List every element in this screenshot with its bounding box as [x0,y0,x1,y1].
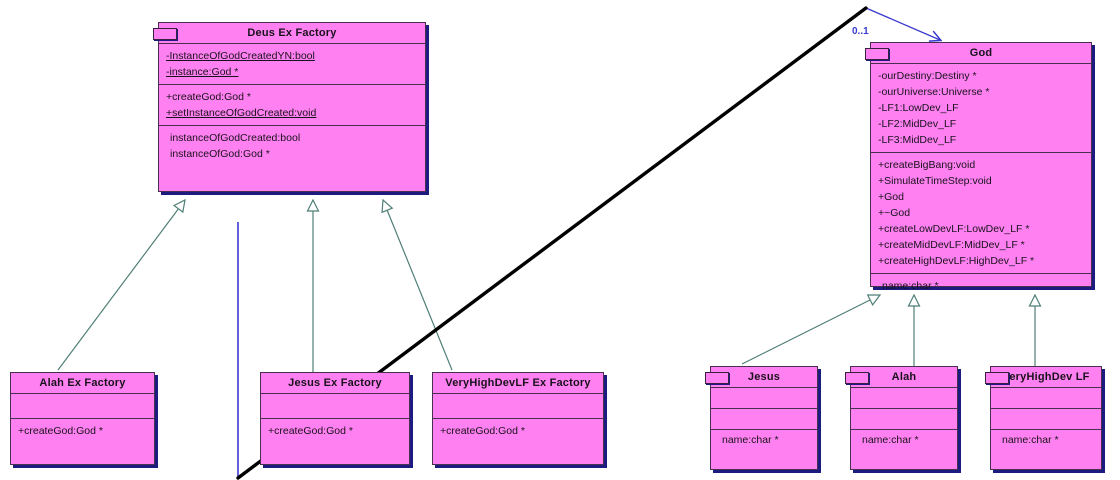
compartment-attributes [711,387,817,408]
empty-compartment-row [851,411,957,427]
compartment-operations: +createGod:God * [11,418,154,443]
compartment-extra: instanceOfGodCreated:bool instanceOfGod:… [159,125,425,166]
compartment-operations: +createGod:God * [261,418,409,443]
compartment-extra: name:char * [991,429,1101,450]
empty-compartment-row [433,398,603,414]
member-row: +God [878,191,904,203]
empty-compartment-row [991,411,1101,427]
member-row: instanceOfGod:God * [170,148,270,160]
class-title-deus-ex-factory: Deus Ex Factory [247,27,337,39]
member-row: -LF2:MidDev_LF [878,118,957,130]
member-row: +createHighDevLF:HighDev_LF * [878,255,1035,267]
member-row: -ourDestiny:Destiny * [878,70,977,82]
member-row: -instance:God * [166,66,239,78]
class-title-god: God [969,47,993,59]
uml-class-jesus[interactable]: Jesus name:char * [705,366,818,470]
member-row: -InstanceOfGodCreatedYN:bool [166,50,315,62]
compartment-attributes: -InstanceOfGodCreatedYN:bool -instance:G… [159,43,425,84]
compartment-operations: +createGod:God * [433,418,603,443]
class-tab-icon [845,372,869,384]
member-row: +~God [878,207,911,219]
compartment-attributes [851,387,957,408]
class-tab-icon [865,48,889,60]
member-row: -LF3:MidDev_LF [878,134,957,146]
empty-compartment-row [11,398,154,414]
compartment-attributes: -ourDestiny:Destiny * -ourUniverse:Unive… [871,63,1091,152]
class-tab-icon [153,28,177,40]
empty-compartment-row [711,411,817,427]
member-row: +createMidDevLF:MidDev_LF * [878,239,1025,251]
member-row: name:char * [862,434,919,446]
member-row: name:char * [1002,434,1059,446]
class-title-alah: Alah [891,371,917,383]
multiplicity-label-0-1: 0..1 [852,26,869,37]
compartment-attributes [433,393,603,418]
uml-class-veryhighdev-lf[interactable]: VeryHighDev LF name:char * [985,366,1102,470]
class-title-veryhighdevlf-ex-factory: VeryHighDevLF Ex Factory [445,377,591,389]
member-row: +createBigBang:void [878,159,976,171]
class-tab-icon [705,372,729,384]
compartment-operations [991,408,1101,429]
compartment-operations: +createGod:God * +setInstanceOfGodCreate… [159,84,425,125]
member-row: +createLowDevLF:LowDev_LF * [878,223,1030,235]
member-row: +createGod:God * [268,425,353,437]
generalization-jesus-to-god [741,295,880,365]
member-row: +createGod:God * [440,425,525,437]
compartment-extra: name:char * [711,429,817,450]
compartment-operations [851,408,957,429]
generalization-veryhighdevlf-factory-to-deus [383,200,453,371]
member-row: -ourUniverse:Universe * [878,86,990,98]
empty-compartment-row [991,390,1101,406]
uml-class-deus-ex-factory[interactable]: Deus Ex Factory -InstanceOfGodCreatedYN:… [153,22,426,192]
uml-class-alah-ex-factory[interactable]: Alah Ex Factory +createGod:God * [10,372,155,465]
compartment-extra: name:char * [871,273,1091,298]
class-tab-icon [985,372,1009,384]
compartment-attributes [11,393,154,418]
member-row: instanceOfGodCreated:bool [170,132,301,144]
compartment-attributes [261,393,409,418]
member-row: +SimulateTimeStep:void [878,175,992,187]
class-title-jesus-ex-factory: Jesus Ex Factory [288,377,382,389]
compartment-extra: name:char * [851,429,957,450]
compartment-operations [711,408,817,429]
member-row: name:char * [882,280,939,292]
member-row: +createGod:God * [166,91,251,103]
compartment-operations: +createBigBang:void +SimulateTimeStep:vo… [871,152,1091,273]
member-row: +setInstanceOfGodCreated:void [166,107,317,119]
member-row: name:char * [722,434,779,446]
generalization-alah-factory-to-deus [57,200,185,371]
empty-compartment-row [261,398,409,414]
member-row: +createGod:God * [18,425,103,437]
member-row: -LF1:LowDev_LF [878,102,959,114]
empty-compartment-row [711,390,817,406]
uml-class-god[interactable]: God -ourDestiny:Destiny * -ourUniverse:U… [865,42,1092,292]
class-title-veryhighdev-lf: VeryHighDev LF [1002,371,1090,383]
uml-class-jesus-ex-factory[interactable]: Jesus Ex Factory +createGod:God * [260,372,410,465]
compartment-attributes [991,387,1101,408]
uml-class-alah[interactable]: Alah name:char * [845,366,958,470]
class-title-alah-ex-factory: Alah Ex Factory [39,377,126,389]
uml-class-veryhighdevlf-ex-factory[interactable]: VeryHighDevLF Ex Factory +createGod:God … [432,372,604,465]
empty-compartment-row [851,390,957,406]
